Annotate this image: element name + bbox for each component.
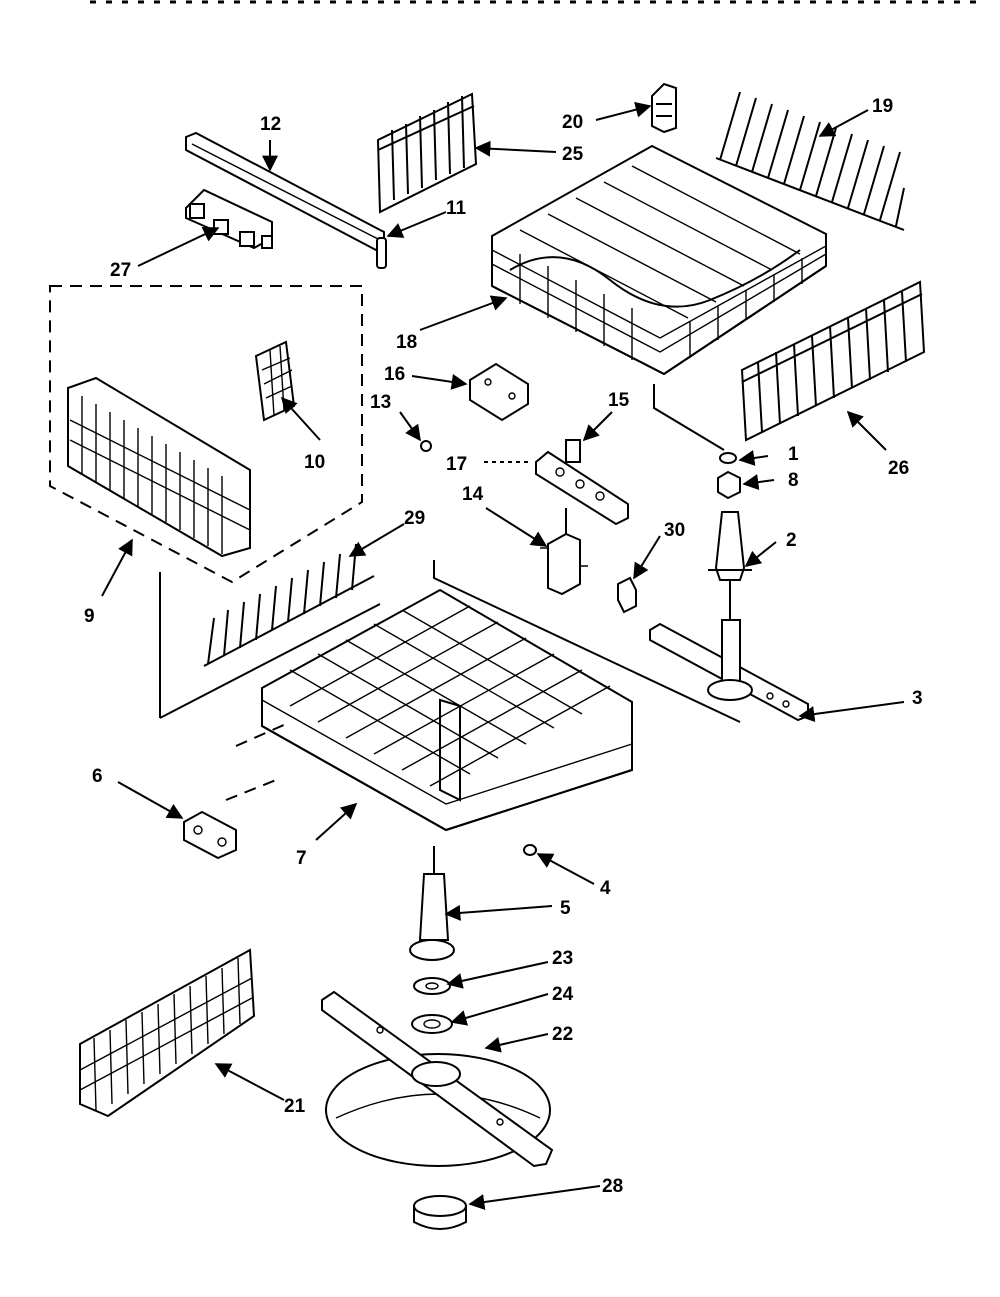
label-part-17: 17 (446, 454, 467, 475)
label-part-2: 2 (786, 530, 797, 551)
part-30-clip (617, 576, 637, 614)
label-part-9: 9 (84, 606, 95, 627)
part-26-tine-row (740, 280, 926, 442)
part-6-rack-wheel (183, 723, 287, 860)
label-part-30: 30 (664, 520, 685, 541)
label-part-22: 22 (552, 1024, 573, 1045)
part-28-ring (413, 1195, 467, 1230)
label-part-26: 26 (888, 458, 909, 479)
part-25-tine-row (376, 92, 478, 214)
label-part-14: 14 (462, 484, 484, 505)
label-part-5: 5 (560, 898, 571, 919)
label-part-3: 3 (912, 688, 923, 709)
part-3-spray-arm (649, 619, 809, 722)
label-part-12: 12 (260, 114, 281, 135)
label-part-28: 28 (602, 1176, 623, 1197)
label-part-16: 16 (384, 364, 405, 385)
label-part-4: 4 (600, 878, 611, 899)
label-part-6: 6 (92, 766, 103, 787)
part-24-seal (411, 1014, 453, 1034)
part-23-washer (413, 977, 451, 995)
part-18-upper-rack (491, 144, 827, 376)
part-16-rack-bracket (469, 362, 529, 422)
part-27-rail-clip (185, 188, 273, 250)
part-5-lower-feed-tube (409, 846, 455, 961)
part-11-pin (376, 237, 387, 269)
part-15-17-water-manifold (535, 439, 629, 526)
part-labels: 12 25 20 19 11 27 18 16 13 10 15 17 14 3… (84, 96, 923, 1197)
label-part-18: 18 (396, 332, 417, 353)
label-part-11: 11 (446, 198, 467, 219)
part-9-silverware-basket (67, 376, 251, 558)
part-13-screw (420, 440, 432, 452)
part-19-tine-row (715, 91, 905, 231)
label-part-15: 15 (608, 390, 630, 411)
part-22-lower-spray-arm (321, 990, 554, 1168)
part-20-roller-bracket (651, 82, 677, 134)
leader-lines (101, 101, 905, 1210)
part-21-silverware-basket (79, 948, 256, 1118)
label-part-27: 27 (110, 260, 131, 281)
part-7-lower-rack (261, 588, 633, 832)
label-part-1: 1 (788, 444, 799, 465)
label-part-10: 10 (304, 452, 325, 473)
label-part-25: 25 (562, 144, 584, 165)
part-29-tine-row (203, 543, 375, 667)
part-1-washer (719, 452, 737, 464)
part-8-nut (717, 470, 741, 500)
part-9-10-assembly-outline (49, 285, 363, 584)
label-part-29: 29 (404, 508, 425, 529)
label-part-20: 20 (562, 112, 583, 133)
part-4-washer (523, 844, 537, 856)
label-part-24: 24 (552, 984, 574, 1005)
label-part-21: 21 (284, 1096, 306, 1117)
label-part-8: 8 (788, 470, 799, 491)
part-14-valve (540, 508, 588, 596)
label-part-19: 19 (872, 96, 893, 117)
part-10-basket-cover (254, 340, 296, 422)
lower-rack-outline-plane (159, 560, 741, 723)
label-part-13: 13 (370, 392, 391, 413)
label-part-23: 23 (552, 948, 573, 969)
label-part-7: 7 (296, 848, 307, 869)
part-2-feed-tube (708, 511, 752, 620)
